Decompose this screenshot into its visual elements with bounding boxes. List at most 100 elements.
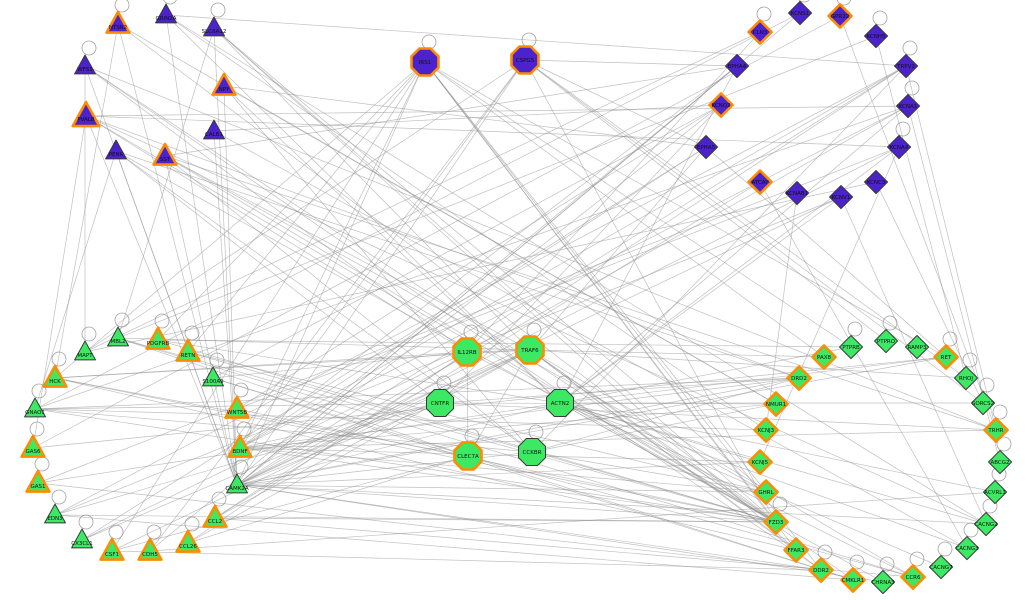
edge-CNTFR-TRHR <box>439 402 997 431</box>
node-MBL2[interactable]: MBL2 <box>107 326 129 347</box>
self-loop-GNAO1 <box>31 383 47 399</box>
node-GRIN2A[interactable]: GRIN2A <box>155 3 177 24</box>
node-GPR22[interactable]: GPR22 <box>827 3 853 29</box>
node-NPY[interactable]: NPY <box>211 72 237 96</box>
node-IRS1[interactable]: IRS1 <box>410 47 440 77</box>
diamond-shape <box>839 335 864 360</box>
node-RHOJ[interactable]: RHOJ <box>954 366 979 391</box>
node-CDH5[interactable]: CDH5 <box>137 537 163 561</box>
edge-ACTN2-GAS1 <box>37 402 561 484</box>
edge-IRS1-HCK <box>54 61 426 379</box>
triangle-shape <box>175 338 201 362</box>
self-loop-WNT5B <box>233 382 249 398</box>
node-CALB1[interactable]: CALB1 <box>203 119 225 140</box>
diamond-shape <box>827 3 853 29</box>
triangle-shape <box>137 537 163 561</box>
edge-SLC6A12-TRAF6 <box>213 27 531 351</box>
triangle-shape <box>44 503 66 524</box>
node-CCKBR[interactable]: CCKBR <box>518 438 546 466</box>
edge-CAMK2A-DDR2 <box>236 484 822 571</box>
node-CSF1[interactable]: CSF1 <box>99 537 125 561</box>
edge-CSPG5-EPHA5 <box>524 59 707 148</box>
node-CX3CL1[interactable]: CX3CL1 <box>71 528 93 549</box>
edge-ATCAY-CCL2 <box>214 181 761 519</box>
node-SST[interactable]: SST <box>152 142 178 166</box>
node-TRAF6[interactable]: TRAF6 <box>515 335 545 365</box>
node-CNTFR[interactable]: CNTFR <box>426 389 454 417</box>
node-PENK[interactable]: PENK <box>105 139 127 160</box>
node-CACNG7[interactable]: CACNG7 <box>929 555 953 580</box>
node-KCNJ3[interactable]: KCNJ3 <box>753 417 779 443</box>
edge-CSF1-DDR2 <box>111 550 822 571</box>
node-KCNJ5[interactable]: KCNJ5 <box>747 449 773 475</box>
diamond-shape <box>905 335 930 360</box>
node-EPHA5[interactable]: EPHA5 <box>694 135 719 160</box>
node-PTPRO[interactable]: PTPRO <box>874 329 899 354</box>
node-ACTN2[interactable]: ACTN2 <box>546 389 574 417</box>
node-CCL26[interactable]: CCL26 <box>175 529 201 553</box>
edge-BDNF-CSPG5 <box>239 59 526 449</box>
edge-CAMK2A-PVALB <box>85 115 238 486</box>
self-loop-MBL2 <box>114 312 130 328</box>
node-ABCG2[interactable]: ABCG2 <box>988 450 1013 475</box>
self-loop-RHOJ <box>962 352 978 368</box>
node-NTSR2[interactable]: NTSR2 <box>105 10 131 34</box>
edge-CAMK2A-TRPV1 <box>236 65 907 486</box>
node-NMUR1[interactable]: NMUR1 <box>763 391 789 417</box>
node-KCNH5[interactable]: KCNH5 <box>864 24 889 49</box>
node-CLEC7A[interactable]: CLEC7A <box>453 441 483 471</box>
self-loop-CHRNA3 <box>879 556 895 572</box>
edge-SLC6A12-MBL2 <box>117 27 215 339</box>
self-loop-GRIN2A <box>163 0 177 5</box>
node-CMKLR1[interactable]: CMKLR1 <box>840 567 866 593</box>
node-KCNC3[interactable]: KCNC3 <box>864 170 889 195</box>
diamond-shape <box>747 449 773 475</box>
edge-PDGFRB-PTPRB <box>157 339 852 348</box>
node-EDN3[interactable]: EDN3 <box>44 503 66 524</box>
edge-EPHA5-RET <box>705 146 947 358</box>
edge-CAMK2A-SST <box>164 155 238 486</box>
edge-CNTFR-KCNQ2 <box>439 104 722 404</box>
node-WNT5B[interactable]: WNT5B <box>224 395 250 419</box>
node-KCNAB1[interactable]: KCNAB1 <box>785 181 810 206</box>
edge-ACTN2-CACNG3 <box>559 402 968 549</box>
edge-FZD3-MBL2 <box>117 337 777 523</box>
edge-CAMK2A-KCNQ2 <box>236 104 722 486</box>
node-HCK[interactable]: HCK <box>42 364 68 388</box>
self-loop-GPR22 <box>836 0 852 6</box>
node-KCNV1[interactable]: KCNV1 <box>829 185 854 210</box>
node-KCNS1[interactable]: KCNS1 <box>788 0 813 26</box>
node-EPHA4[interactable]: EPHA4 <box>725 54 750 79</box>
edge-GRIN2A-CACNG2 <box>165 14 987 525</box>
node-PTPRB[interactable]: PTPRB <box>839 335 864 360</box>
node-GAS1[interactable]: GAS1 <box>25 469 51 493</box>
node-DRD2[interactable]: DRD2 <box>786 365 812 391</box>
node-CCR6[interactable]: CCR6 <box>900 564 926 590</box>
node-GNAO1[interactable]: GNAO1 <box>24 397 46 418</box>
edge-BDNF-KCNJ5 <box>239 447 761 463</box>
node-TRHR[interactable]: TRHR <box>983 417 1009 443</box>
self-loop-HCK <box>51 351 67 367</box>
node-CACNG3[interactable]: CACNG3 <box>955 536 979 561</box>
self-loop-TRHR <box>992 404 1008 420</box>
edge-CLN3-IL12RB <box>466 31 761 353</box>
node-KCNA1[interactable]: KCNA1 <box>896 94 921 119</box>
edge-IRS1-GHRL <box>424 61 767 493</box>
node-PAX8[interactable]: PAX8 <box>811 344 837 370</box>
node-IL12RB[interactable]: IL12RB <box>452 337 482 367</box>
diamond-shape <box>871 570 896 595</box>
edge-CAMK2A-FZD3 <box>236 484 777 523</box>
node-SLC6A12[interactable]: SLC6A12 <box>202 16 227 37</box>
self-loop-CAMK2A <box>233 459 249 475</box>
node-RETN[interactable]: RETN <box>175 338 201 362</box>
octagon-shape <box>510 45 540 75</box>
edge-CLEC7A-MBL2 <box>117 337 469 457</box>
node-ATCAY[interactable]: ATCAY <box>747 169 773 195</box>
diamond-shape <box>808 557 834 583</box>
node-RET[interactable]: RET <box>933 344 959 370</box>
node-CSPG5[interactable]: CSPG5 <box>510 45 540 75</box>
node-GAS6[interactable]: GAS6 <box>20 434 46 458</box>
node-WFS1[interactable]: WFS1 <box>74 54 96 75</box>
node-PVALB[interactable]: PVALB <box>71 100 101 128</box>
